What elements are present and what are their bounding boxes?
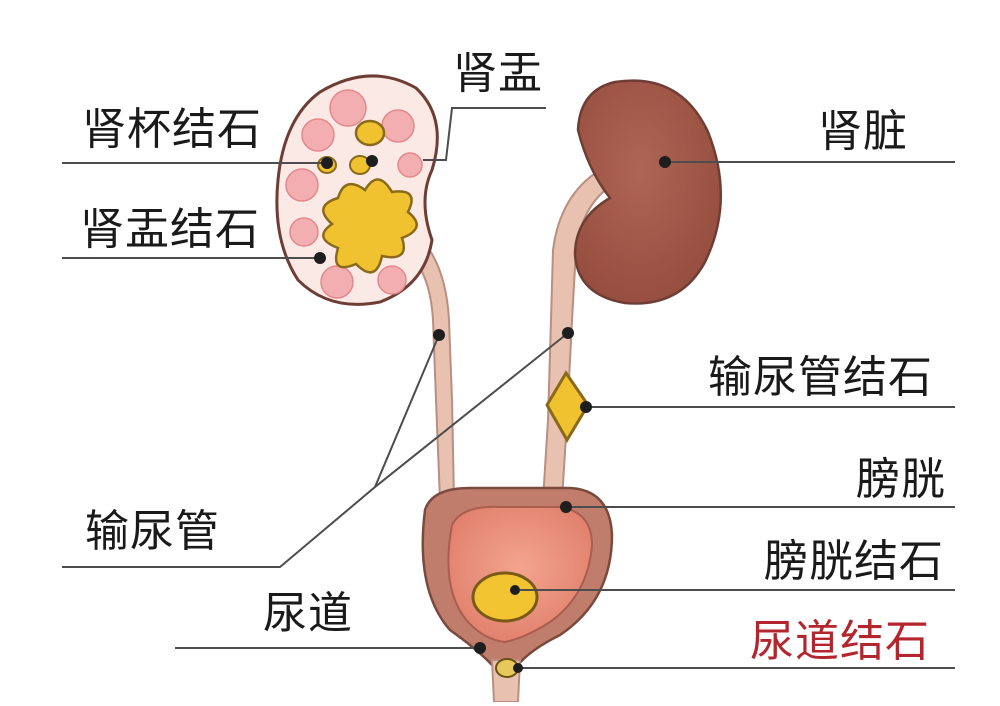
calyx-stone	[354, 119, 386, 147]
label-ureter-stone: 输尿管结石	[708, 352, 933, 403]
label-urethra: 尿道	[263, 588, 353, 639]
label-bladder: 膀胱	[856, 454, 946, 505]
label-urethra-stone: 尿道结石	[750, 616, 930, 667]
kidney-calyces	[285, 89, 423, 299]
label-kidney-calyx-stone: 肾杯结石	[82, 104, 262, 155]
right-kidney	[573, 79, 722, 305]
bladder-stone	[471, 571, 539, 623]
leader-lines	[62, 107, 955, 669]
label-kidney: 肾脏	[818, 106, 908, 157]
pelvis-stone	[322, 178, 418, 274]
label-ureter: 输尿管	[85, 506, 220, 557]
pointer-dots	[314, 155, 671, 673]
label-bladder-stone: 膀胱结石	[764, 536, 944, 587]
label-renal-pelvis-stone: 肾盂结石	[80, 204, 260, 255]
ureter-stone	[545, 370, 590, 443]
label-renal-pelvis: 肾盂	[453, 48, 543, 99]
